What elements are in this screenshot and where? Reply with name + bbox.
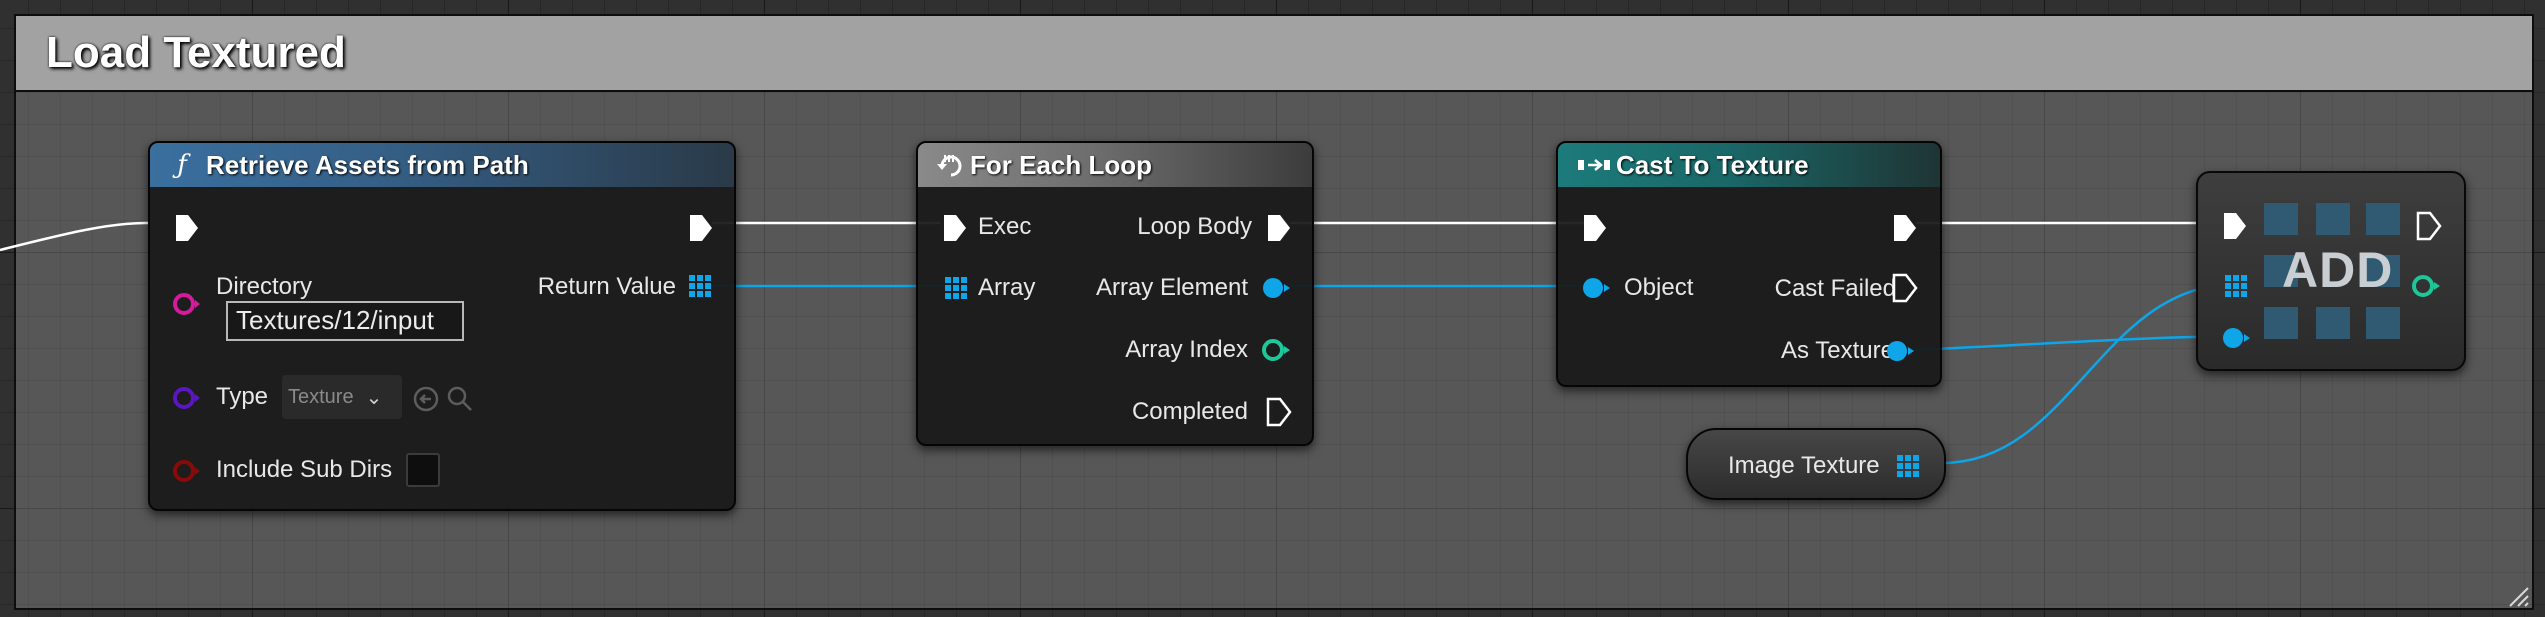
comment-title-bar[interactable] bbox=[14, 14, 2534, 92]
browse-search-icon[interactable] bbox=[446, 385, 474, 413]
cast-failed-pin[interactable] bbox=[1892, 273, 1918, 303]
array-index-label: Array Index bbox=[1125, 336, 1248, 363]
directory-label: Directory bbox=[216, 273, 313, 300]
add-grid-cell bbox=[2316, 307, 2350, 339]
add-grid-cell bbox=[2366, 203, 2400, 235]
completed-label: Completed bbox=[1131, 398, 1248, 425]
loop-icon bbox=[937, 155, 962, 177]
cast-icon bbox=[1578, 159, 1610, 171]
cast-to-texture-header[interactable]: Cast To Texture bbox=[1558, 143, 1940, 187]
object-wire-astexture-to-add bbox=[1911, 334, 2233, 352]
image-texture-array-pin[interactable] bbox=[1896, 454, 1920, 478]
exec-out-pin[interactable] bbox=[688, 213, 714, 243]
comment-title: Load Textured bbox=[46, 28, 346, 77]
image-texture-label: Image Texture bbox=[1728, 452, 1880, 479]
exec-out-pin[interactable] bbox=[2416, 211, 2442, 241]
completed-pin[interactable] bbox=[1266, 397, 1292, 427]
directory-pin[interactable] bbox=[172, 291, 202, 317]
use-selected-asset-icon[interactable] bbox=[412, 385, 440, 413]
exec-label: Exec bbox=[978, 213, 1032, 240]
include-sub-dirs-checkbox[interactable] bbox=[406, 453, 440, 487]
retrieve-assets-title: Retrieve Assets from Path bbox=[206, 149, 529, 180]
include-sub-dirs-label: Include Sub Dirs bbox=[216, 456, 393, 483]
image-texture-variable-node[interactable]: Image Texture bbox=[1686, 428, 1946, 500]
index-out-pin[interactable] bbox=[2410, 273, 2442, 299]
return-value-label: Return Value bbox=[537, 273, 676, 300]
array-element-pin[interactable] bbox=[1260, 275, 1292, 301]
object-in-pin[interactable] bbox=[1580, 275, 1612, 301]
cast-failed-label: Cast Failed bbox=[1774, 275, 1896, 302]
exec-in-pin[interactable] bbox=[942, 213, 968, 243]
object-wire-imagetexture-to-add bbox=[1941, 282, 2233, 465]
type-dropdown[interactable]: Texture ⌄ bbox=[282, 375, 402, 419]
exec-in-pin[interactable] bbox=[2222, 211, 2248, 241]
retrieve-assets-header[interactable]: ƒ Retrieve Assets from Path bbox=[150, 143, 734, 187]
type-dropdown-value: Texture bbox=[288, 385, 354, 408]
exec-in-pin[interactable] bbox=[174, 213, 200, 243]
target-array-pin[interactable] bbox=[2224, 274, 2248, 298]
add-grid-cell bbox=[2264, 255, 2298, 287]
comment-resize-grip[interactable] bbox=[2504, 582, 2530, 608]
as-texture-pin[interactable] bbox=[1884, 338, 1916, 364]
add-grid-cell bbox=[2264, 307, 2298, 339]
for-each-loop-node[interactable]: For Each Loop Exec Loop Body Array Array… bbox=[916, 141, 1314, 446]
add-grid-cell bbox=[2366, 307, 2400, 339]
loop-body-pin[interactable] bbox=[1266, 213, 1292, 243]
as-texture-label: As Texture bbox=[1781, 337, 1894, 364]
add-node-label: ADD bbox=[2282, 242, 2394, 298]
add-grid-cell bbox=[2366, 255, 2400, 287]
exec-wire-incoming bbox=[0, 221, 151, 252]
retrieve-assets-node[interactable]: ƒ Retrieve Assets from Path Directory Te… bbox=[148, 141, 736, 511]
array-element-label: Array Element bbox=[1095, 274, 1248, 301]
directory-input[interactable]: Textures/12/input bbox=[226, 301, 464, 341]
array-in-pin[interactable] bbox=[944, 276, 968, 300]
add-grid-cell bbox=[2316, 203, 2350, 235]
type-label: Type bbox=[216, 383, 269, 410]
cast-to-texture-node[interactable]: Cast To Texture Object Cast Failed As Te… bbox=[1556, 141, 1942, 387]
exec-out-pin[interactable] bbox=[1892, 213, 1918, 243]
cast-to-texture-title: Cast To Texture bbox=[1616, 149, 1809, 180]
array-index-pin[interactable] bbox=[1260, 337, 1292, 363]
for-each-loop-title: For Each Loop bbox=[970, 149, 1152, 180]
array-label: Array bbox=[978, 274, 1036, 301]
include-sub-dirs-pin[interactable] bbox=[172, 458, 202, 484]
exec-in-pin[interactable] bbox=[1582, 213, 1608, 243]
for-each-loop-header[interactable]: For Each Loop bbox=[918, 143, 1312, 187]
new-item-pin[interactable] bbox=[2220, 325, 2252, 351]
add-grid-cell bbox=[2264, 203, 2298, 235]
chevron-down-icon: ⌄ bbox=[365, 386, 383, 409]
function-icon: ƒ bbox=[177, 150, 187, 180]
array-add-node[interactable]: ADD bbox=[2196, 171, 2466, 371]
type-pin[interactable] bbox=[172, 385, 202, 411]
return-value-array-pin[interactable] bbox=[688, 274, 712, 298]
loop-body-label: Loop Body bbox=[1137, 213, 1252, 240]
object-label: Object bbox=[1624, 274, 1694, 301]
